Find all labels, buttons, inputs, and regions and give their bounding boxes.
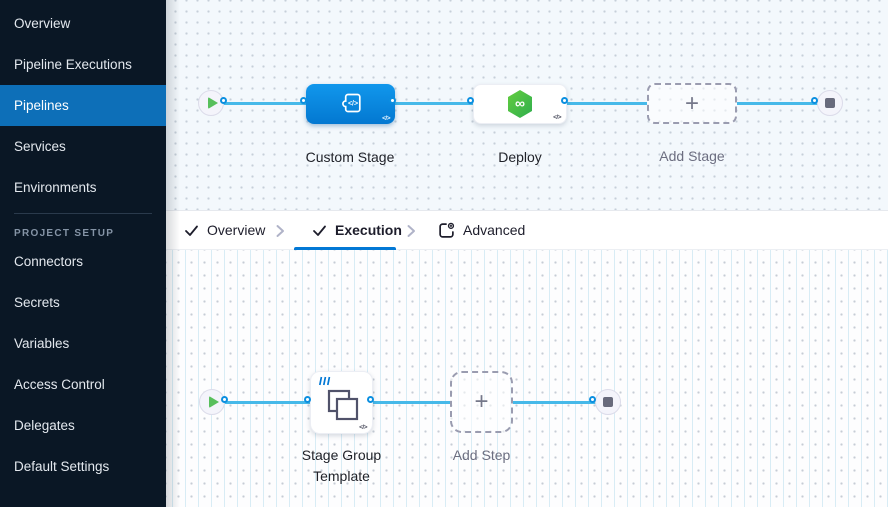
stage-connector-line <box>737 102 830 105</box>
check-icon <box>313 225 326 236</box>
sidebar-item-environments[interactable]: Environments <box>14 180 97 195</box>
advanced-settings-icon <box>439 222 455 238</box>
sidebar-item-overview[interactable]: Overview <box>14 16 71 31</box>
stop-icon <box>603 397 613 407</box>
sidebar-divider <box>14 213 152 214</box>
sidebar-item-default-settings[interactable]: Default Settings <box>14 459 110 474</box>
add-step-button[interactable]: + <box>450 371 513 433</box>
connector-port[interactable] <box>220 97 227 104</box>
connector-port[interactable] <box>467 97 474 104</box>
plus-icon: + <box>474 388 489 415</box>
step-connector-line <box>212 401 310 404</box>
add-step-label: Add Step <box>452 447 511 463</box>
pipeline-start-node <box>198 90 224 116</box>
sidebar-item-services[interactable]: Services <box>14 139 66 154</box>
execution-start-node <box>199 389 225 415</box>
sidebar-item-variables[interactable]: Variables <box>14 336 70 351</box>
sidebar-item-secrets[interactable]: Secrets <box>14 295 60 310</box>
connector-port[interactable] <box>221 396 228 403</box>
sidebar-nav: Overview Pipeline Executions Pipelines S… <box>0 0 166 507</box>
stage-connector-line <box>395 102 473 105</box>
custom-stage-node[interactable]: </> </> <box>306 84 395 124</box>
custom-stage-icon: </> <box>341 93 361 113</box>
play-icon <box>208 396 219 408</box>
connector-port[interactable] <box>389 97 396 104</box>
connector-port[interactable] <box>304 396 311 403</box>
sidebar-item-connectors[interactable]: Connectors <box>14 254 84 269</box>
connector-port[interactable] <box>589 396 596 403</box>
execution-graph-canvas[interactable]: </> + Stage Group Template Add Step <box>166 250 888 507</box>
check-icon <box>185 225 198 236</box>
chevron-right-icon <box>276 225 284 237</box>
tab-execution[interactable]: Execution <box>312 211 402 249</box>
tab-overview-label: Overview <box>207 222 266 238</box>
code-toggle-icon: </> <box>553 114 561 121</box>
sidebar-item-pipelines[interactable]: Pipelines <box>0 85 166 126</box>
sidebar-item-pipeline-executions[interactable]: Pipeline Executions <box>14 57 132 72</box>
stage-graph-canvas[interactable]: </> </> ∞ </> + <box>166 0 888 210</box>
step-connector-line <box>373 401 450 404</box>
step-connector-line <box>513 401 608 404</box>
stage-group-icon <box>327 389 358 420</box>
deploy-stage-node[interactable]: ∞ </> <box>473 84 567 124</box>
stage-connector-line <box>567 102 647 105</box>
sidebar-item-delegates[interactable]: Delegates <box>14 418 75 433</box>
connector-port[interactable] <box>561 97 568 104</box>
stage-connector-line <box>211 102 306 105</box>
deploy-stage-label: Deploy <box>498 149 542 165</box>
tab-advanced[interactable]: Advanced <box>438 211 525 249</box>
template-badge-icon <box>318 376 331 386</box>
connector-port[interactable] <box>300 97 307 104</box>
custom-stage-label: Custom Stage <box>305 149 395 165</box>
connector-port[interactable] <box>811 97 818 104</box>
add-stage-label: Add Stage <box>659 148 725 164</box>
code-toggle-icon: </> <box>359 424 367 431</box>
tab-overview[interactable]: Overview <box>184 211 265 249</box>
pipeline-end-node <box>817 90 843 116</box>
stage-group-template-label: Stage Group Template <box>301 447 382 484</box>
infinity-glyph: ∞ <box>515 95 525 111</box>
add-stage-button[interactable]: + <box>647 83 737 124</box>
tab-execution-label: Execution <box>335 222 402 238</box>
deploy-cd-icon: ∞ <box>505 88 535 120</box>
plus-icon: + <box>684 89 699 117</box>
active-tab-underline <box>294 247 396 250</box>
connector-port[interactable] <box>367 396 374 403</box>
play-icon <box>207 97 218 109</box>
execution-end-node <box>595 389 621 415</box>
tab-advanced-label: Advanced <box>463 222 526 238</box>
stage-config-tabbar: Overview Execution Advanced <box>166 210 888 250</box>
svg-text:</>: </> <box>347 101 357 108</box>
sidebar-item-access-control[interactable]: Access Control <box>14 377 105 392</box>
stop-icon <box>825 98 835 108</box>
chevron-right-icon <box>407 225 415 237</box>
stage-group-template-node[interactable]: </> <box>310 371 373 434</box>
code-toggle-icon: </> <box>382 115 390 122</box>
sidebar-section-project-setup: PROJECT SETUP <box>14 228 115 239</box>
